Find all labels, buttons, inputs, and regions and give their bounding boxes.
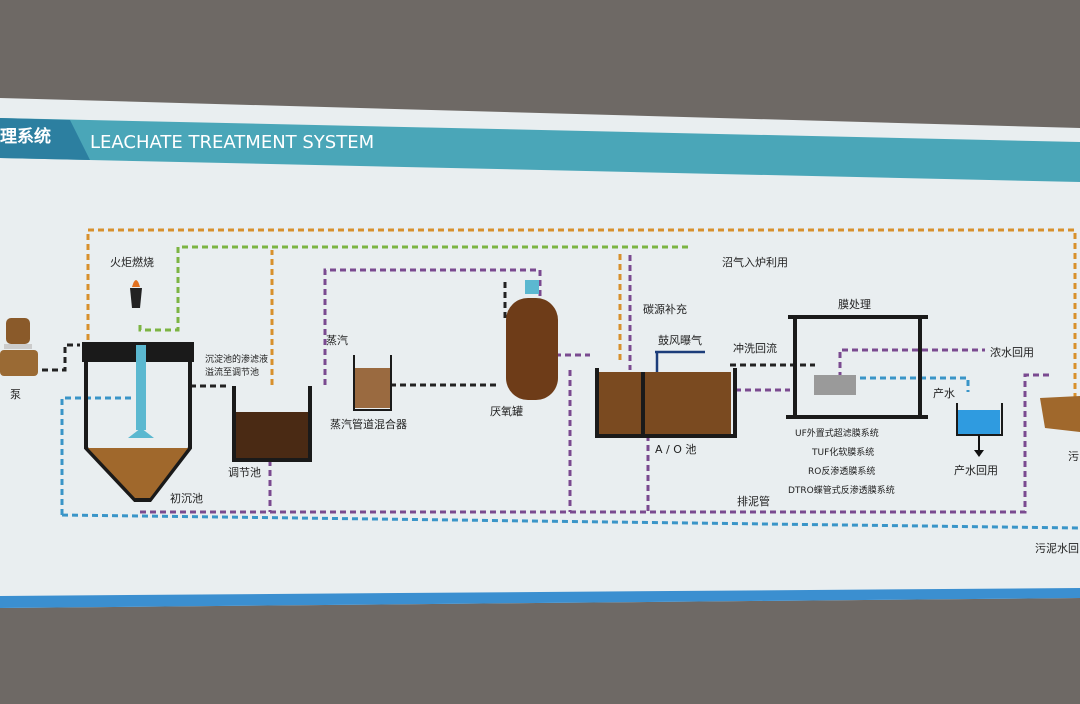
membrane-unit — [786, 315, 928, 419]
svg-text:产水回用: 产水回用 — [954, 463, 998, 477]
primary-tank-label: 初沉池 — [170, 491, 203, 505]
pump-icon — [0, 318, 38, 376]
bottom-band — [0, 588, 1080, 608]
svg-text:产水: 产水 — [933, 386, 955, 400]
anaerobic-tank — [506, 280, 558, 400]
header-band — [0, 118, 1080, 182]
gas-line — [138, 245, 690, 332]
title-en: LEACHATE TREATMENT SYSTEM — [90, 132, 374, 153]
regulating-tank — [232, 386, 312, 462]
sludge-tank — [1040, 396, 1080, 432]
sludge-pipe-label: 排泥管 — [737, 494, 770, 508]
svg-text:溢流至调节池: 溢流至调节池 — [205, 366, 259, 378]
title-cn: 理系统 — [0, 126, 51, 147]
ao-tank-label: A / O 池 — [655, 443, 696, 456]
svg-text:碳源补充: 碳源补充 — [643, 302, 687, 316]
ao-tank — [595, 368, 737, 438]
torch-label: 火炬燃烧 — [110, 255, 154, 269]
svg-text:沉淀池的渗滤液: 沉淀池的渗滤液 — [205, 353, 268, 365]
svg-text:DTRO蝶管式反渗透膜系统: DTRO蝶管式反渗透膜系统 — [788, 484, 895, 496]
svg-text:浓水回用: 浓水回用 — [990, 346, 1034, 359]
primary-tank — [82, 342, 194, 502]
sludge-line — [140, 255, 1050, 514]
svg-text:鼓风曝气: 鼓风曝气 — [658, 333, 702, 347]
membrane-label: 膜处理 — [838, 298, 871, 311]
steam-mixer — [353, 355, 392, 411]
svg-text:污: 污 — [1068, 450, 1079, 463]
biogas-label: 沼气入炉利用 — [722, 255, 788, 269]
product-water-tank — [956, 403, 1003, 457]
torch-icon — [130, 280, 142, 308]
svg-text:冲洗回流: 冲洗回流 — [733, 341, 777, 355]
biogas-line — [86, 228, 1077, 400]
svg-text:RO反渗透膜系统: RO反渗透膜系统 — [808, 465, 875, 477]
svg-text:污泥水回: 污泥水回 — [1035, 542, 1079, 555]
regulating-tank-label: 调节池 — [228, 466, 261, 479]
svg-text:蒸汽: 蒸汽 — [326, 333, 348, 347]
steam-mixer-label: 蒸汽管道混合器 — [330, 417, 407, 431]
water-line — [60, 376, 1080, 530]
anaerobic-tank-label: 厌氧罐 — [490, 404, 523, 418]
svg-text:TUF化软膜系统: TUF化软膜系统 — [811, 446, 874, 458]
pump-label: 泵 — [10, 388, 21, 401]
flow-line — [42, 280, 815, 388]
svg-text:UF外置式超滤膜系统: UF外置式超滤膜系统 — [795, 427, 879, 439]
